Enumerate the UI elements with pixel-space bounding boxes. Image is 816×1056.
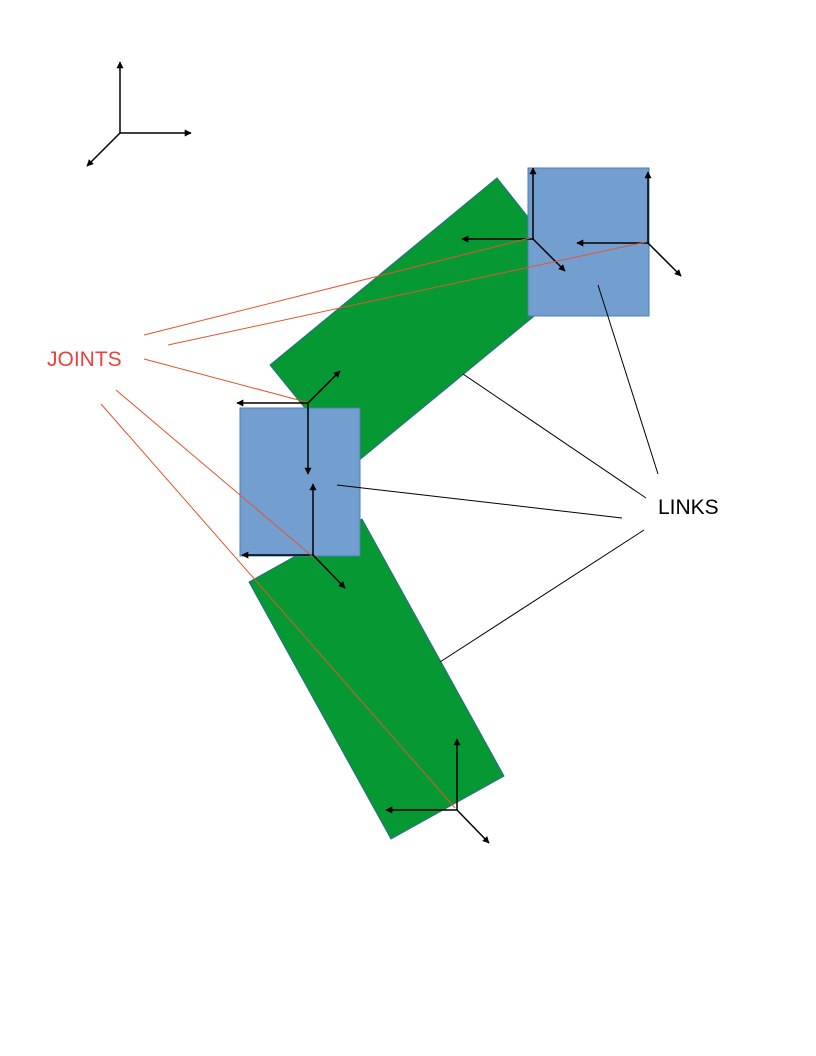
link-lower <box>248 518 505 840</box>
links-leader-lines <box>336 284 659 663</box>
joints-leader-lines <box>100 237 647 809</box>
frame-elbow-upper <box>236 370 341 475</box>
joints-label: JOINTS <box>47 348 122 371</box>
frame-elbow-lower <box>241 483 346 589</box>
frame-base <box>385 738 490 844</box>
frame-top-right <box>576 171 682 277</box>
joint-block-middle <box>239 407 361 557</box>
frame-top-left <box>461 167 566 272</box>
links-label: LINKS <box>658 496 719 519</box>
joint-block-top <box>527 167 650 317</box>
world-frame-axes <box>86 61 192 167</box>
